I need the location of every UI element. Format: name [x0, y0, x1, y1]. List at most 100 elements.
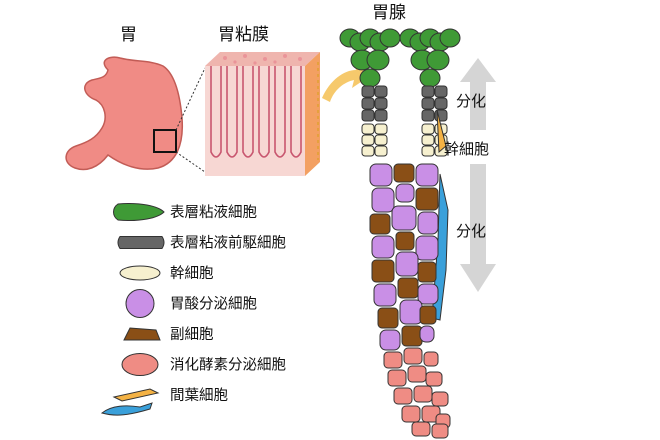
- stem-cell: [421, 123, 435, 135]
- legend-item: 表層粘液前駆細胞: [117, 235, 286, 252]
- mesenchymal-cell: [436, 109, 447, 154]
- chief-cell: [387, 369, 407, 387]
- chief-cell: [393, 387, 413, 405]
- differentiation-arrow-up: [460, 58, 496, 130]
- parietal-cell: [379, 329, 401, 351]
- mucosa-pit: [226, 66, 238, 158]
- legend-swatch: [119, 265, 161, 281]
- chief-cell: [431, 391, 449, 407]
- stem-cell: [374, 134, 388, 146]
- chief-cell: [383, 351, 403, 369]
- legend-label: 間葉細胞: [170, 387, 228, 404]
- mucosa-label: 胃粘膜: [218, 25, 269, 45]
- precursor-cell: [361, 85, 375, 98]
- parietal-cell: [419, 325, 435, 343]
- legend-item: 表層粘液細胞: [113, 203, 257, 221]
- parietal-cell: [395, 251, 419, 277]
- chief-cell: [431, 423, 449, 439]
- parietal-cell: [369, 163, 393, 187]
- precursor-cell: [421, 85, 435, 98]
- surface-mucous-cell: [419, 68, 441, 88]
- precursor-cell: [434, 97, 448, 110]
- legend-swatch: [125, 289, 155, 318]
- chief-cell: [423, 351, 439, 367]
- mucosa-pit: [274, 66, 286, 158]
- legend-item: 消化酵素分泌細胞: [121, 353, 286, 376]
- parietal-cell: [417, 283, 439, 305]
- stem-cell: [421, 145, 435, 157]
- zoom-arrow: [322, 62, 370, 102]
- legend-swatch: [121, 353, 159, 376]
- surface-mucous-cell: [439, 28, 461, 48]
- precursor-cell: [421, 109, 435, 122]
- parietal-cell: [371, 187, 395, 213]
- precursor-cell: [374, 97, 388, 110]
- legend-swatch: [100, 402, 153, 416]
- legend-item: 胃酸分泌細胞: [125, 289, 257, 318]
- differentiation-lower-label: 分化: [456, 222, 486, 240]
- neck-cell: [371, 259, 395, 283]
- precursor-cell: [374, 85, 388, 98]
- neck-cell: [401, 325, 423, 347]
- neck-cell: [397, 277, 419, 299]
- precursor-cell: [361, 109, 375, 122]
- legend-label: 表層粘液細胞: [170, 204, 257, 221]
- parietal-cell: [415, 163, 439, 187]
- neck-cell: [417, 261, 437, 283]
- legend-item: 幹細胞: [119, 264, 214, 282]
- parietal-cell: [373, 283, 397, 307]
- precursor-cell: [421, 97, 435, 110]
- stem-cell: [374, 145, 388, 157]
- stem-cell: [361, 123, 375, 135]
- mucosa-selection-box: [153, 129, 177, 153]
- neck-cell: [415, 187, 439, 211]
- legend-item: 副細胞: [123, 326, 214, 343]
- legend-label: 表層粘液前駆細胞: [170, 235, 286, 252]
- parietal-cell: [395, 183, 415, 203]
- mucosa-pit: [242, 66, 254, 158]
- chief-cell: [401, 405, 421, 423]
- gastric-gland: [339, 28, 461, 439]
- differentiation-upper-label: 分化: [456, 92, 486, 110]
- stem-cell: [421, 134, 435, 146]
- stem-cell: [374, 123, 388, 135]
- parietal-cell: [417, 211, 439, 235]
- neck-cell: [419, 305, 437, 325]
- surface-mucous-cell: [379, 28, 401, 48]
- neck-cell: [393, 163, 415, 183]
- neck-cell: [369, 213, 391, 235]
- gland-label: 胃腺: [372, 3, 406, 23]
- stomach-label: 胃: [120, 25, 137, 45]
- precursor-cell: [434, 85, 448, 98]
- chief-cell: [413, 385, 433, 403]
- legend-swatch: [113, 203, 165, 221]
- mucosa-pit: [290, 66, 302, 158]
- chief-cell: [403, 347, 423, 365]
- stem-cell: [361, 145, 375, 157]
- neck-cell: [395, 231, 415, 251]
- legend-swatch: [117, 236, 165, 249]
- stem-cell-side-label: 幹細胞: [444, 140, 489, 158]
- surface-mucous-cell: [359, 68, 381, 88]
- differentiation-arrow-down: [460, 164, 496, 292]
- chief-cell: [425, 371, 443, 387]
- surface-mucous-cell: [366, 49, 390, 71]
- legend-label: 幹細胞: [170, 264, 214, 282]
- legend-swatch: [112, 388, 160, 402]
- neck-cell: [377, 307, 399, 329]
- parietal-cell: [391, 205, 417, 231]
- parietal-cell: [415, 235, 439, 261]
- mucosa-pit: [210, 66, 222, 158]
- legend-item: 間葉細胞: [100, 387, 228, 416]
- legend-label: 胃酸分泌細胞: [170, 296, 257, 313]
- chief-cell: [407, 365, 427, 383]
- chief-cell: [411, 421, 431, 437]
- mucosa-block: [205, 52, 320, 176]
- parietal-cell: [371, 235, 395, 259]
- precursor-cell: [361, 97, 375, 110]
- legend-label: 消化酵素分泌細胞: [170, 357, 286, 374]
- parietal-cell: [399, 299, 423, 325]
- precursor-cell: [374, 109, 388, 122]
